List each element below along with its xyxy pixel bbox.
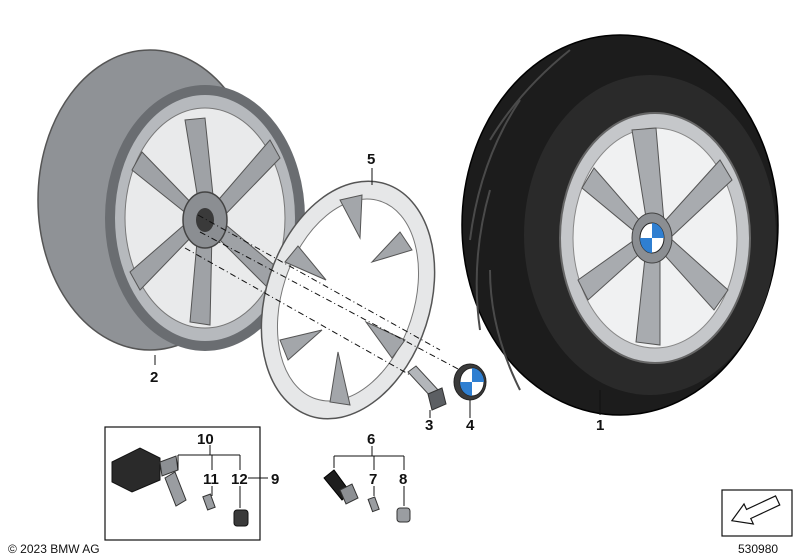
rim-illustration <box>37 49 305 351</box>
callout-4: 4 <box>466 417 475 434</box>
tpms-group-box <box>104 426 261 541</box>
valve-illustration <box>323 469 359 505</box>
wheel-cover-illustration <box>260 180 436 420</box>
callout-6: 6 <box>367 431 375 448</box>
tpms-sensor-illustration <box>111 447 179 493</box>
diagram-number: 530980 <box>738 542 778 556</box>
callout-7: 7 <box>369 471 377 488</box>
hub-cap-illustration <box>453 363 487 401</box>
valve-cap-illustration <box>233 509 249 527</box>
wheel-bolt-illustration <box>407 365 447 411</box>
callout-11: 11 <box>203 471 219 488</box>
valve-insert-illustration <box>367 496 380 513</box>
callout-8: 8 <box>399 471 407 488</box>
valve-cap-2-illustration <box>396 507 411 523</box>
page-corner-icon <box>721 489 793 537</box>
callout-5: 5 <box>367 151 375 168</box>
tpms-valve-illustration <box>164 471 187 507</box>
callout-9: 9 <box>271 471 279 488</box>
valve-core-illustration <box>202 493 216 511</box>
callout-1: 1 <box>596 417 604 434</box>
callout-2: 2 <box>150 369 158 386</box>
copyright-text: © 2023 BMW AG <box>8 542 100 556</box>
callout-3: 3 <box>425 417 433 434</box>
callout-12: 12 <box>231 471 248 488</box>
callout-10: 10 <box>197 431 214 448</box>
complete-wheel-illustration <box>461 34 779 416</box>
assembly-lines <box>184 214 461 376</box>
